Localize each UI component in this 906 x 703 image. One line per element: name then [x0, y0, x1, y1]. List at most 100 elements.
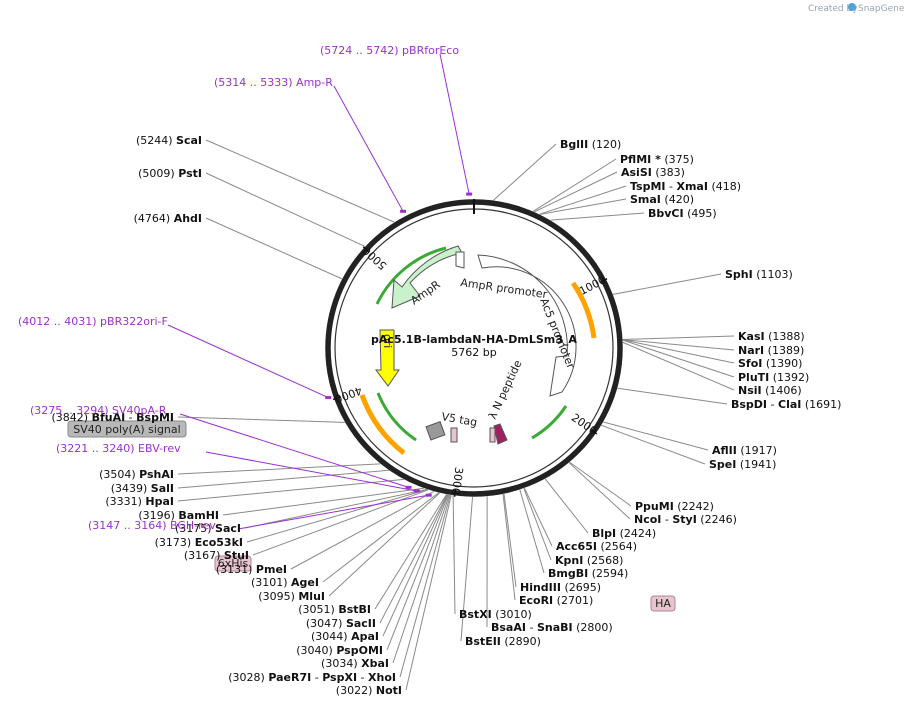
site-label-nsii: NsiI (1406): [738, 384, 802, 397]
site-position: (3504): [99, 468, 139, 481]
site-position: (3439): [111, 482, 151, 495]
primer-leader-amp-r: [333, 85, 404, 212]
site-leader-bmgbi: [519, 489, 545, 574]
site-name: SalI: [151, 482, 174, 495]
site-name: TspMI: [630, 180, 666, 193]
site-name-2: BspMI: [136, 411, 174, 424]
tick-2000: [589, 428, 598, 435]
site-label-bstxi: BstXI (3010): [459, 608, 532, 621]
site-label-pshai: (3504) PshAI: [99, 468, 174, 481]
site-label-sphi: SphI (1103): [725, 268, 793, 281]
site-leader-hpai: [177, 478, 404, 502]
site-name: AhdI: [174, 212, 202, 225]
site-label-asisi: AsiSI (383): [621, 166, 685, 179]
primer-label-pbrforeco: (5724 .. 5742) pBRforEco: [320, 44, 459, 57]
site-name: Acc65I: [556, 540, 597, 553]
site-label-sacii: (3047) SacII: [306, 617, 376, 630]
site-separator: -: [666, 180, 677, 193]
site-label-blpi: BlpI (2424): [592, 527, 656, 540]
site-label-ecori: EcoRI (2701): [519, 594, 593, 607]
site-position: (420): [661, 193, 694, 206]
ha-label: HA: [655, 597, 671, 610]
site-label-scai: (5244) ScaI: [136, 134, 202, 147]
site-position: (383): [652, 166, 685, 179]
site-position: (3047): [306, 617, 346, 630]
site-label-bspdi: BspDI - ClaI (1691): [731, 398, 841, 411]
site-label-kpni: KpnI (2568): [555, 554, 623, 567]
site-name: PluTI: [738, 371, 769, 384]
site-leader-bamhi: [222, 487, 424, 516]
site-name: BglII: [560, 138, 588, 151]
site-name: PmeI: [256, 563, 287, 576]
lambda-n-feature: [493, 423, 508, 445]
primer-leader-bgh-rev: [237, 494, 429, 530]
site-name: PaeR7I: [268, 671, 311, 684]
site-position: (2568): [583, 554, 623, 567]
site-name-2: SnaBI: [537, 621, 573, 634]
tick-1000: [599, 278, 608, 284]
site-name: EcoRI: [519, 594, 553, 607]
site-leader-aflii: [603, 421, 709, 451]
site-label-bstbi: (3051) BstBI: [298, 603, 371, 616]
site-position: (3044): [311, 630, 351, 643]
map-length: 5762 bp: [451, 346, 496, 359]
his6-label: 6xHis: [218, 557, 249, 570]
site-name: KpnI: [555, 554, 583, 567]
site-leader-mlui: [328, 492, 440, 597]
site-name-3: XhoI: [368, 671, 396, 684]
site-leader-bstxi: [452, 495, 456, 615]
site-label-psti: (5009) PstI: [138, 167, 202, 180]
site-leader-pmei: [290, 491, 435, 570]
site-label-apai: (3044) ApaI: [311, 630, 379, 643]
site-name: PpuMI: [635, 500, 674, 513]
site-name: ApaI: [351, 630, 379, 643]
site-position: (1941): [736, 458, 776, 471]
site-name: HindIII: [520, 581, 561, 594]
site-name: PspOMI: [336, 644, 383, 657]
site-position: (3131): [216, 563, 256, 576]
site-name: BfuAI: [92, 411, 126, 424]
site-position: (3022): [336, 684, 376, 697]
primer-label-pbr322ori-f: (4012 .. 4031) pBR322ori-F: [18, 315, 168, 328]
site-position: (2424): [616, 527, 656, 540]
site-label-ahdi: (4764) AhdI: [134, 212, 202, 225]
site-name: SpeI: [709, 458, 736, 471]
site-label-stui: (3167) StuI: [184, 549, 249, 562]
site-label-eco53ki: (3173) Eco53kI: [155, 536, 243, 549]
site-leader-pspomi: [386, 494, 449, 651]
site-leader-bspdi: [617, 387, 728, 405]
site-name: BstBI: [338, 603, 371, 616]
orf-arc-top-right: [570, 281, 597, 339]
site-separator: -: [661, 513, 672, 526]
site-name: HpaI: [145, 495, 174, 508]
site-leader-paer7i: [399, 494, 451, 678]
site-name: BsaAI: [491, 621, 526, 634]
v5-tag-label: V5 tag: [440, 410, 478, 429]
site-position: (5009): [138, 167, 178, 180]
site-leader-blpi: [544, 478, 589, 534]
site-label-pluti: PluTI (1392): [738, 371, 809, 384]
ha-tag-feature: [489, 427, 496, 443]
site-separator: -: [125, 411, 136, 424]
site-position: (2564): [597, 540, 637, 553]
site-position: (120): [588, 138, 621, 151]
site-label-bsteii: BstEII (2890): [465, 635, 541, 648]
site-position: (3101): [251, 576, 291, 589]
site-position: (3175): [175, 522, 215, 535]
site-position: (2695): [561, 581, 601, 594]
site-position: (1406): [762, 384, 802, 397]
site-name-2: PspXI: [322, 671, 357, 684]
site-leader-kpni: [523, 488, 552, 561]
site-leader-bfuai: [177, 416, 345, 423]
site-leader-pluti: [622, 339, 735, 378]
site-position: (1917): [737, 444, 777, 457]
site-leader-bbvci: [550, 212, 645, 221]
primer-mark-pbrforeco: [466, 192, 473, 196]
site-label-ncoi: NcoI - StyI (2246): [634, 513, 737, 526]
site-name: SphI: [725, 268, 753, 281]
site-label-pflmi: PflMI * (375): [620, 153, 694, 166]
primer-leader-ebv-rev: [205, 451, 417, 492]
site-separator: -: [311, 671, 322, 684]
site-leader-nari: [622, 339, 735, 351]
site-name: PshAI: [139, 468, 174, 481]
